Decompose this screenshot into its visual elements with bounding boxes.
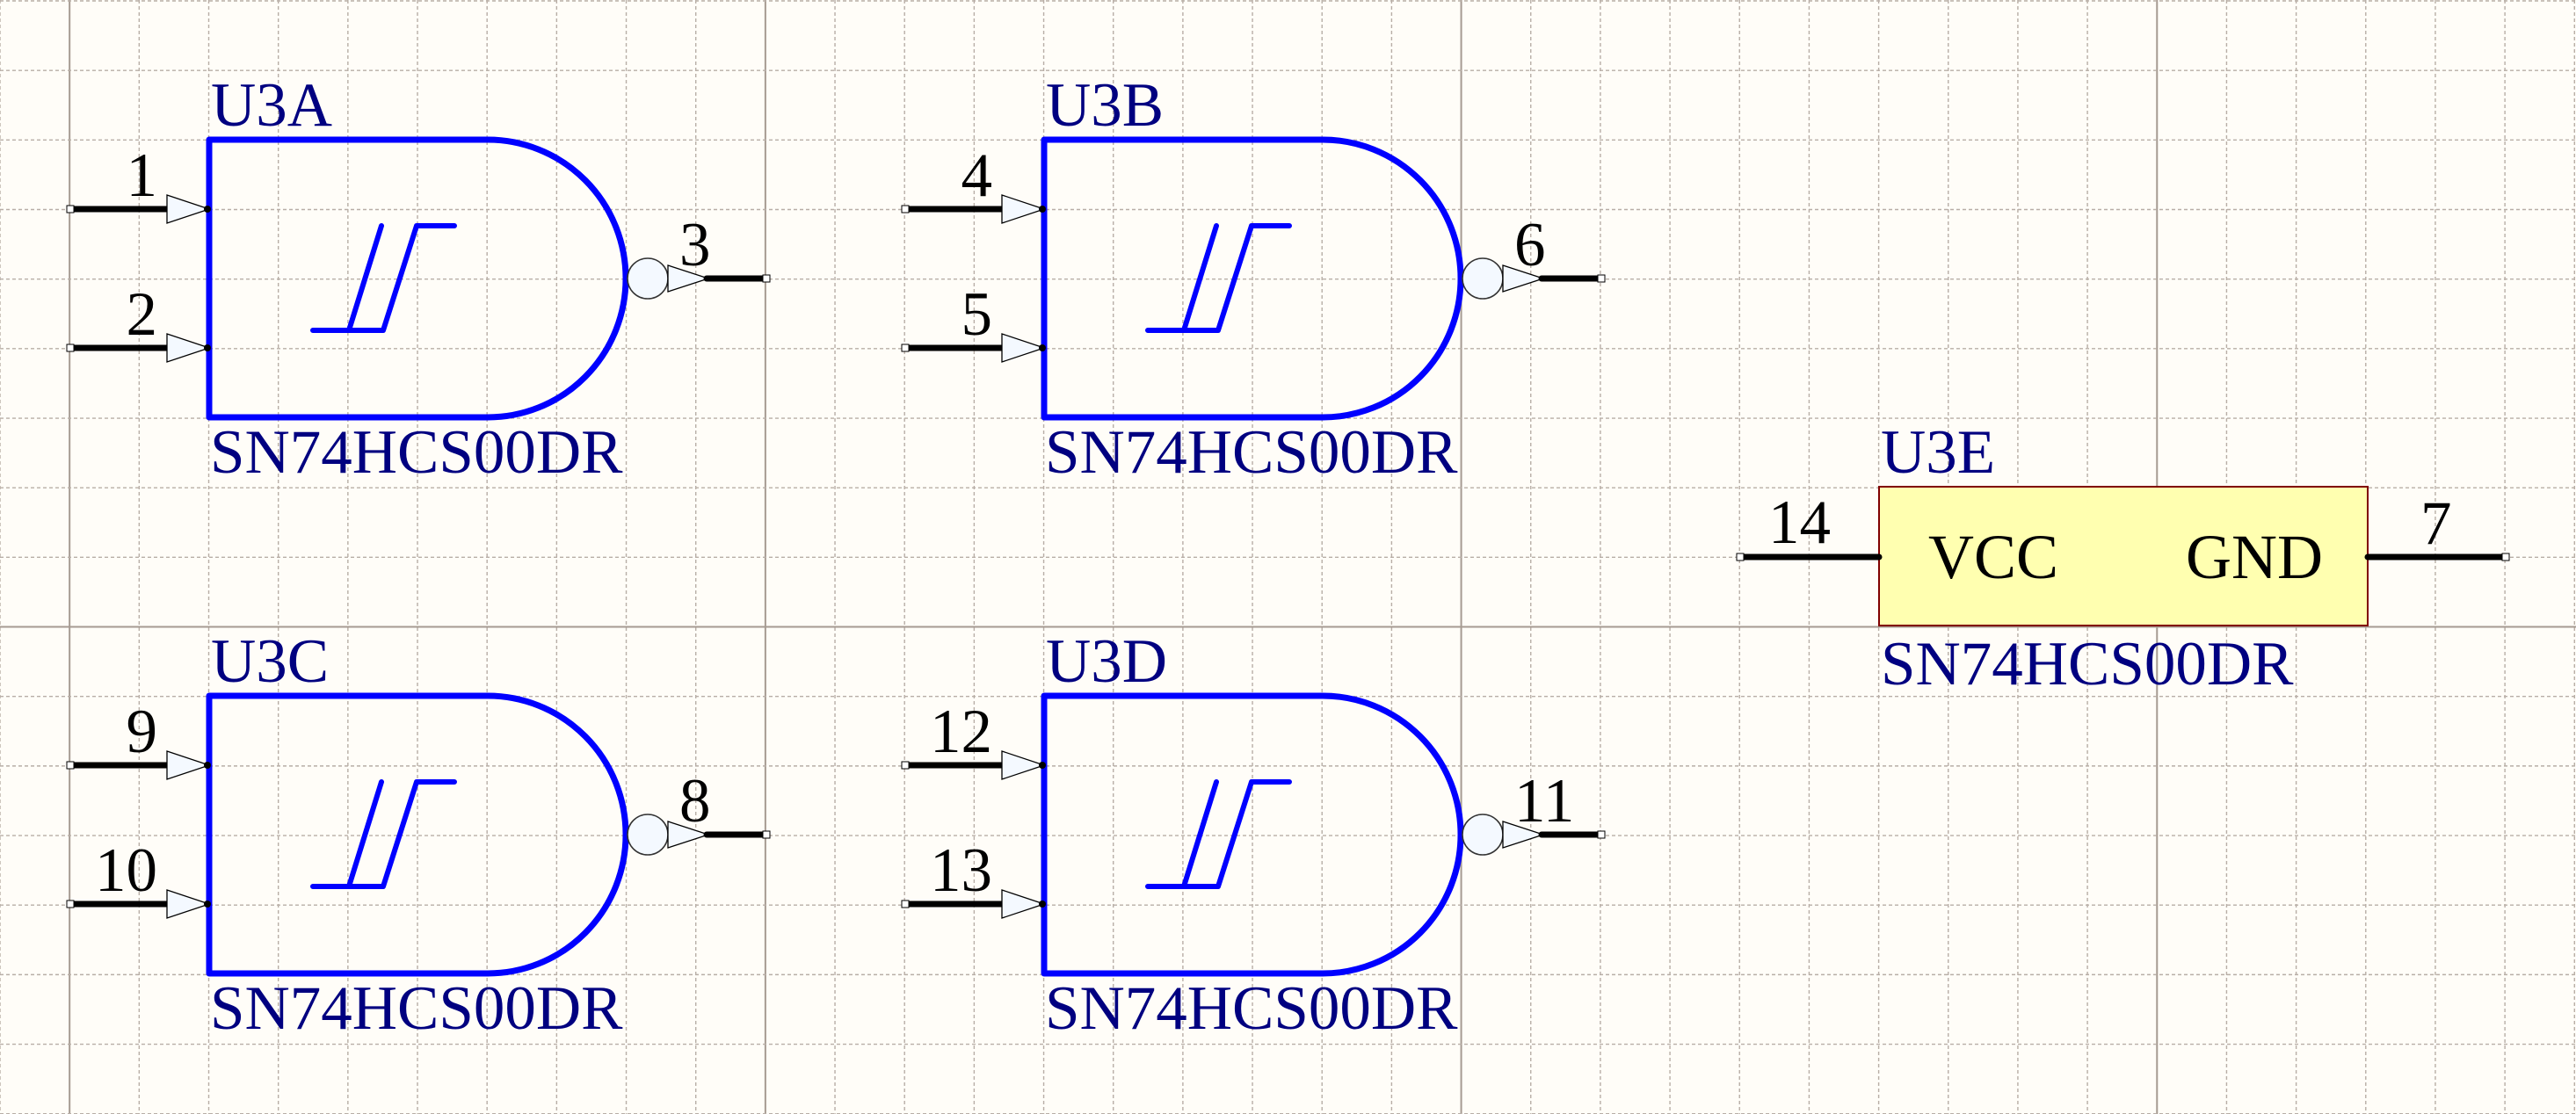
output-arrow-icon: [1502, 264, 1546, 293]
pin-endpoint-icon: [1597, 830, 1606, 839]
nand-outline: [206, 136, 629, 421]
pin-7-endpoint-icon: [2501, 553, 2510, 561]
input-pin-4[interactable]: [901, 194, 1047, 224]
power-part-u3e[interactable]: U3E SN74HCS00DR 14 7 VCC GND: [1736, 418, 2510, 698]
output-arrow-icon: [1502, 821, 1546, 849]
input-pin-5[interactable]: [901, 333, 1047, 363]
pin-number-label: 11: [1514, 767, 1574, 836]
pin-number-label: 13: [930, 836, 992, 905]
power-part-body[interactable]: [1878, 486, 2369, 626]
pin-name-label: VCC: [1928, 522, 2058, 592]
pin-number-label: 3: [679, 211, 711, 279]
designator-label[interactable]: U3C: [211, 627, 329, 696]
output-pin-8[interactable]: [627, 814, 771, 856]
part-comment-label[interactable]: SN74HCS00DR: [210, 418, 623, 487]
pin-endpoint-icon: [762, 274, 771, 283]
schmitt-trigger-icon: [310, 779, 457, 889]
output-arrow-icon: [667, 821, 711, 849]
designator-label[interactable]: U3B: [1046, 71, 1164, 140]
designator-label[interactable]: U3D: [1046, 627, 1167, 696]
input-pin-1[interactable]: [66, 194, 212, 224]
nand-outline: [1041, 692, 1464, 977]
nand-outline: [206, 692, 629, 977]
output-arrow-icon: [667, 264, 711, 293]
pin-endpoint-icon: [1597, 274, 1606, 283]
pin-14-endpoint-icon: [1736, 553, 1745, 561]
inversion-bubble-icon: [627, 814, 669, 856]
pin-number-label: 1: [127, 141, 158, 210]
pin-endpoint-icon: [66, 761, 75, 770]
input-pin-12[interactable]: [901, 750, 1047, 780]
designator-label[interactable]: U3A: [211, 71, 332, 140]
schmitt-trigger-icon: [310, 223, 457, 333]
input-pin-10[interactable]: [66, 889, 212, 919]
part-comment-label[interactable]: SN74HCS00DR: [1045, 418, 1458, 487]
inversion-bubble-icon: [627, 257, 669, 300]
nand-outline: [1041, 136, 1464, 421]
pin-name-label: GND: [2186, 522, 2323, 592]
pin-number-label: 12: [930, 698, 992, 766]
input-pin-13[interactable]: [901, 889, 1047, 919]
schmitt-trigger-icon: [1145, 779, 1292, 889]
part-comment-label[interactable]: SN74HCS00DR: [1045, 974, 1458, 1043]
input-arrow-icon: [166, 194, 212, 224]
gate-u3c[interactable]: U3C SN74HCS00DR 9 10 8: [66, 627, 771, 1043]
input-arrow-icon: [166, 889, 212, 919]
output-pin-6[interactable]: [1462, 257, 1606, 300]
nand-gate-body[interactable]: [206, 692, 629, 977]
inversion-bubble-icon: [1462, 257, 1504, 300]
input-arrow-icon: [1001, 194, 1047, 224]
gate-u3d[interactable]: U3D SN74HCS00DR 12 13 11: [901, 627, 1606, 1043]
pin-number-label: 8: [679, 767, 711, 836]
schmitt-trigger-icon: [1145, 223, 1292, 333]
nand-gate-body[interactable]: [206, 136, 629, 421]
designator-label[interactable]: U3E: [1881, 418, 1995, 487]
pin-endpoint-icon: [901, 344, 910, 352]
pin-endpoint-icon: [901, 900, 910, 908]
pin-endpoint-icon: [762, 830, 771, 839]
pin-number-label: 4: [961, 141, 993, 210]
pin-number-label: 7: [2420, 489, 2452, 558]
input-arrow-icon: [1001, 333, 1047, 363]
pin-number-label: 2: [127, 280, 158, 349]
gate-u3a[interactable]: U3A SN74HCS00DR 1 2 3: [66, 71, 771, 487]
input-arrow-icon: [166, 333, 212, 363]
gate-u3b[interactable]: U3B SN74HCS00DR 4 5 6: [901, 71, 1606, 487]
pin-endpoint-icon: [901, 761, 910, 770]
input-arrow-icon: [1001, 889, 1047, 919]
output-pin-3[interactable]: [627, 257, 771, 300]
pin-endpoint-icon: [901, 205, 910, 213]
pin-number-label: 6: [1514, 211, 1546, 279]
inversion-bubble-icon: [1462, 814, 1504, 856]
part-comment-label[interactable]: SN74HCS00DR: [1881, 630, 2294, 698]
pin-number-label: 5: [961, 280, 993, 349]
input-pin-2[interactable]: [66, 333, 212, 363]
nand-gate-body[interactable]: [1041, 692, 1464, 977]
nand-gate-body[interactable]: [1041, 136, 1464, 421]
pin-endpoint-icon: [66, 344, 75, 352]
pin-endpoint-icon: [66, 900, 75, 908]
input-pin-9[interactable]: [66, 750, 212, 780]
output-pin-11[interactable]: [1462, 814, 1606, 856]
pin-endpoint-icon: [66, 205, 75, 213]
pin-number-label: 10: [95, 836, 157, 905]
pin-number-label: 14: [1768, 488, 1831, 557]
input-arrow-icon: [166, 750, 212, 780]
part-comment-label[interactable]: SN74HCS00DR: [210, 974, 623, 1043]
pin-number-label: 9: [127, 698, 158, 766]
input-arrow-icon: [1001, 750, 1047, 780]
